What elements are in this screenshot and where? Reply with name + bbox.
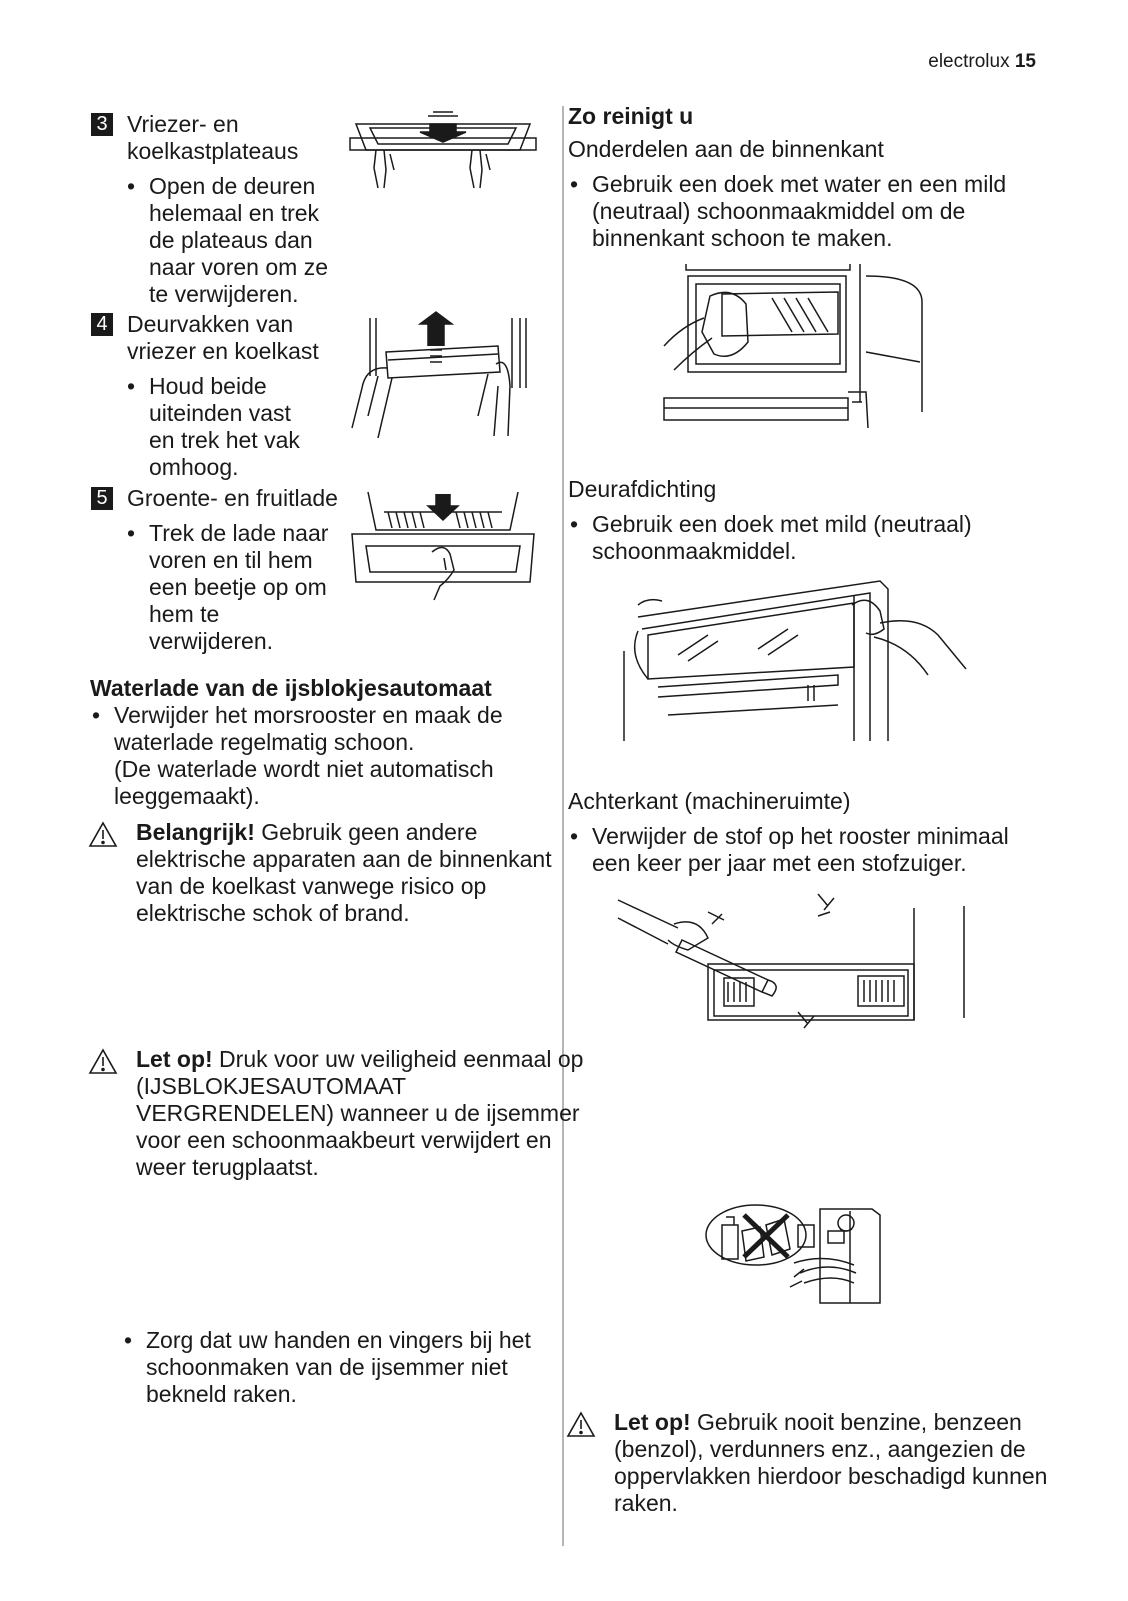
step-title: Vriezer- en koelkastplateaus [127, 111, 299, 164]
step-number: 5 [91, 487, 113, 510]
section-heading: Waterlade van de ijsblokjesautomaat [90, 675, 492, 701]
column-divider [562, 106, 564, 1546]
bullet-text: Verwijder het morsrooster en maak de wat… [114, 702, 503, 755]
subheading: Onderdelen aan de binnenkant [568, 136, 884, 162]
subheading: Deurafdichting [568, 476, 717, 502]
step-number: 3 [91, 113, 113, 136]
warning-caution-right: Let op! Gebruik nooit benzine, benzeen (… [566, 1409, 1054, 1517]
door-bin-removal-illustration [348, 316, 532, 442]
door-gasket-cleaning-illustration [618, 575, 968, 743]
warning-label: Let op! [614, 1409, 691, 1435]
step-4: 4 Deurvakken van vriezer en koelkast Hou… [91, 311, 341, 481]
bullet-note: (De waterlade wordt niet automatisch lee… [114, 756, 494, 809]
interior-cleaning-illustration [662, 262, 924, 428]
rear-section: Achterkant (machineruimte) Verwijder de … [568, 788, 1028, 877]
no-solvents-illustration [704, 1203, 890, 1303]
subheading: Achterkant (machineruimte) [568, 788, 851, 814]
finger-safety-bullet: Zorg dat uw handen en vingers bij het sc… [122, 1327, 566, 1408]
warning-label: Belangrijk! [136, 819, 255, 845]
water-tray-section: Waterlade van de ijsblokjesautomaat Verw… [90, 675, 550, 810]
step-number: 4 [91, 313, 113, 336]
section-heading: Zo reinigt u [568, 103, 694, 129]
gasket-section: Deurafdichting Gebruik een doek met mild… [568, 476, 1028, 565]
warning-important: Belangrijk! Gebruik geen andere elektris… [88, 819, 576, 927]
step-bullet: Open de deuren helemaal en trek de plate… [125, 173, 339, 308]
warning-text: Gebruik nooit benzine, benzeen (benzol),… [614, 1409, 1048, 1516]
rear-vacuum-cleaning-illustration [618, 888, 968, 1034]
warning-icon [88, 1048, 118, 1074]
step-bullet: Houd beide uiteinden vast en trek het va… [125, 373, 319, 481]
step-3: 3 Vriezer- en koelkastplateaus Open de d… [91, 111, 341, 308]
shelf-removal-illustration [348, 110, 538, 192]
interior-bullet: Gebruik een doek met water en een mild (… [568, 171, 1032, 252]
rear-bullet: Verwijder de stof op het rooster minimaa… [568, 823, 1032, 877]
warning-icon [566, 1411, 596, 1437]
water-tray-bullet: Verwijder het morsrooster en maak de wat… [90, 702, 550, 810]
brand-name: electrolux [928, 51, 1010, 72]
step-5: 5 Groente- en fruitlade Trek de lade naa… [91, 485, 346, 655]
warning-text: Gebruik geen andere elektrische apparate… [136, 819, 552, 926]
page-number: 15 [1014, 51, 1036, 72]
step-bullet: Trek de lade naar voren en til hem een b… [125, 520, 334, 655]
warning-text: Druk voor uw veiligheid eenmaal op (IJSB… [136, 1046, 584, 1180]
warning-caution-left: Let op! Druk voor uw veiligheid eenmaal … [88, 1046, 586, 1181]
page-header: electrolux 15 [928, 48, 1036, 75]
step-title: Deurvakken van vriezer en koelkast [127, 311, 319, 364]
warning-icon [88, 821, 118, 847]
warning-label: Let op! [136, 1046, 213, 1072]
gasket-bullet: Gebruik een doek met mild (neutraal) sch… [568, 511, 1012, 565]
cleaning-section: Zo reinigt u Onderdelen aan de binnenkan… [568, 103, 1028, 252]
crisper-drawer-illustration [348, 490, 538, 602]
step-title: Groente- en fruitlade [127, 485, 338, 511]
